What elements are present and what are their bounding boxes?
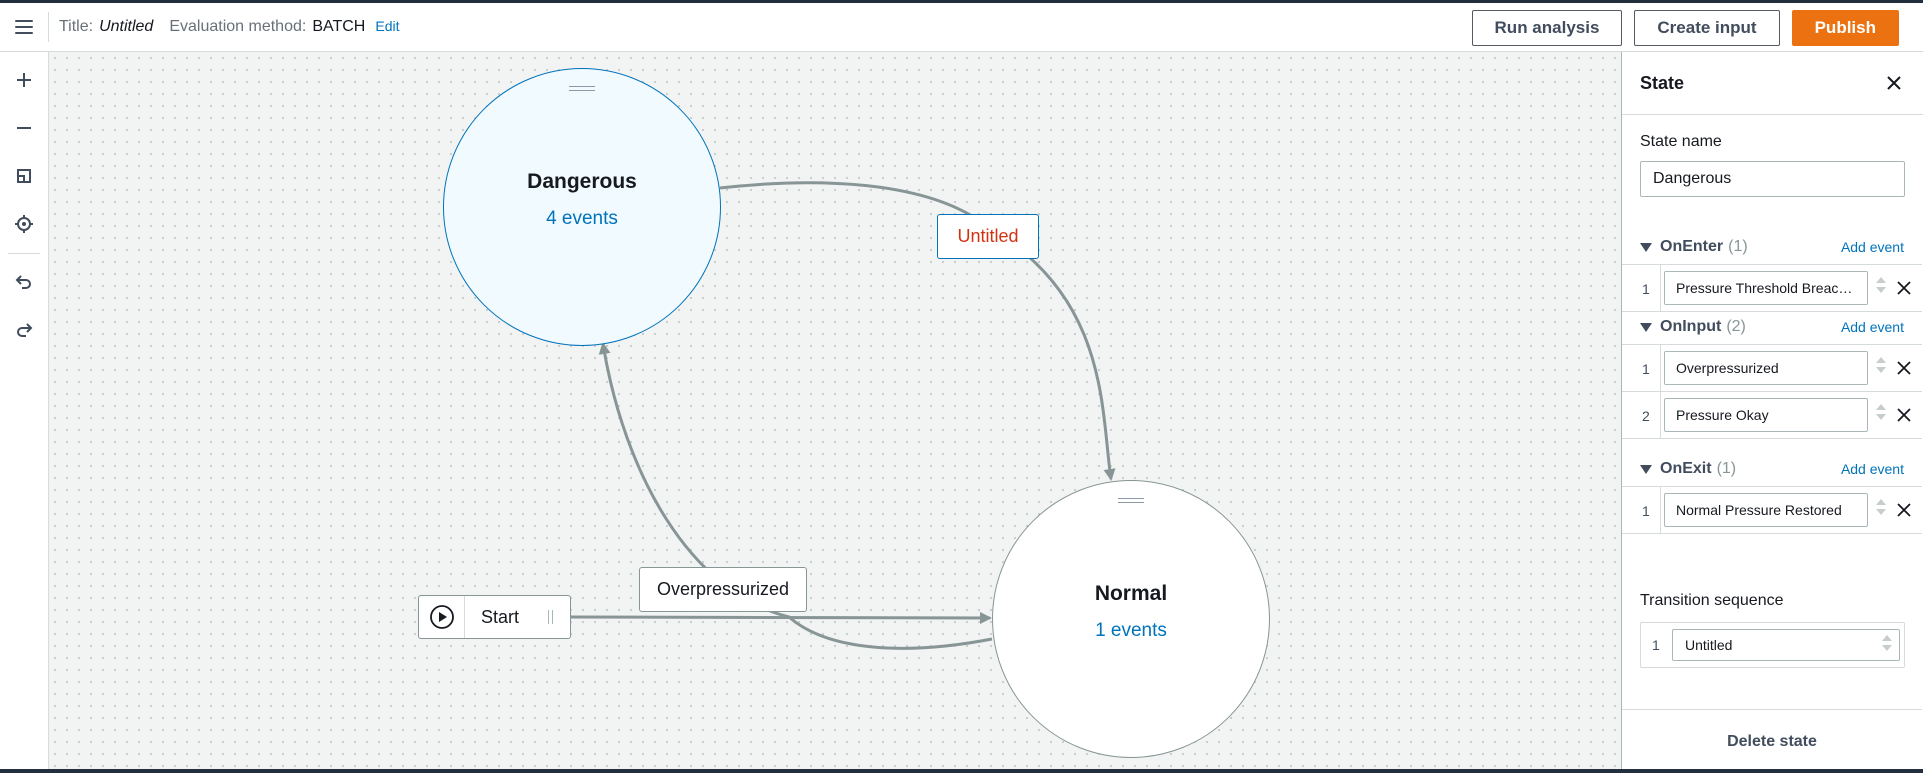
collapse-caret-icon[interactable] [1640, 322, 1652, 332]
section-onenter: OnEnter (1) Add event 1 Pressure Thresho… [1622, 230, 1922, 312]
event-field[interactable]: Pressure Threshold Breached [1664, 271, 1868, 305]
reorder-stepper-icon[interactable] [1881, 635, 1893, 657]
redo-icon[interactable] [12, 318, 36, 342]
start-label: Start [481, 606, 520, 627]
state-name: Normal [1094, 582, 1168, 605]
state-node-normal[interactable]: Normal 1 events [992, 480, 1270, 758]
edge-start-to-normal[interactable] [569, 611, 992, 624]
transition-sequence-label: Transition sequence [1640, 592, 1784, 609]
section-title: OnInput [1660, 318, 1722, 335]
event-field[interactable]: Overpressurized [1664, 351, 1868, 385]
event-row: 1 Pressure Threshold Breached [1622, 264, 1922, 312]
transition-edges [569, 181, 1116, 650]
event-row: 1 Normal Pressure Restored [1622, 486, 1922, 534]
state-name-input[interactable] [1640, 161, 1905, 197]
reorder-stepper-icon[interactable] [1875, 357, 1887, 379]
section-count: (1) [1728, 238, 1748, 255]
canvas-toolbar [0, 52, 49, 773]
remove-icon[interactable] [1894, 500, 1914, 520]
row-index: 1 [1642, 360, 1650, 377]
state-events-link[interactable]: 4 events [546, 208, 618, 229]
event-field[interactable]: Normal Pressure Restored [1664, 493, 1868, 527]
start-node[interactable]: Start [418, 595, 571, 639]
fit-view-icon[interactable] [12, 164, 36, 188]
undo-icon[interactable] [12, 270, 36, 294]
state-details-panel: State State name OnEnter (1) Add event 1… [1621, 52, 1923, 773]
row-index: 1 [1642, 280, 1650, 297]
divider [48, 12, 49, 42]
drag-handle-icon[interactable] [1118, 495, 1144, 506]
top-bar: Title: Untitled Evaluation method: BATCH… [0, 0, 1923, 52]
section-title: OnEnter [1660, 238, 1724, 255]
add-event-link[interactable]: Add event [1840, 239, 1904, 255]
remove-icon[interactable] [1894, 278, 1914, 298]
delete-state-button[interactable]: Delete state [1622, 709, 1922, 773]
reorder-stepper-icon[interactable] [1875, 277, 1887, 299]
minus-icon[interactable] [12, 116, 36, 140]
evaluation-method-label: Evaluation method: [169, 18, 307, 35]
plus-icon[interactable] [12, 68, 36, 92]
row-index: 2 [1642, 407, 1650, 424]
collapse-caret-icon[interactable] [1640, 242, 1652, 252]
transition-label-untitled[interactable]: Untitled [937, 214, 1039, 259]
transition-sequence-list: 1 Untitled [1640, 622, 1905, 668]
drag-handle-icon[interactable] [569, 83, 595, 94]
transition-select-value: Untitled [1685, 637, 1733, 653]
state-machine-canvas[interactable]: Dangerous 4 events Normal 1 events Untit… [49, 52, 1621, 773]
close-icon[interactable] [1883, 72, 1905, 94]
title-label: Title: [59, 18, 94, 35]
event-row: 1 Overpressurized [1622, 344, 1922, 392]
remove-icon[interactable] [1894, 405, 1914, 425]
section-onexit: OnExit (1) Add event 1 Normal Pressure R… [1622, 452, 1922, 534]
detector-model-meta: Title: Untitled Evaluation method: BATCH… [59, 18, 399, 36]
transition-label-overpressurized[interactable]: Overpressurized [639, 567, 807, 612]
hamburger-menu-icon[interactable] [0, 3, 48, 51]
toolbar-divider [8, 253, 40, 254]
add-event-link[interactable]: Add event [1840, 461, 1904, 477]
run-analysis-button[interactable]: Run analysis [1471, 10, 1623, 46]
state-events-link[interactable]: 1 events [1095, 620, 1167, 641]
edit-link[interactable]: Edit [375, 18, 400, 34]
title-value: Untitled [99, 18, 154, 35]
section-count: (1) [1716, 460, 1737, 477]
section-count: (2) [1726, 318, 1746, 335]
row-index: 1 [1642, 502, 1650, 519]
create-input-button[interactable]: Create input [1634, 10, 1780, 46]
remove-icon[interactable] [1894, 358, 1914, 378]
state-name: Dangerous [527, 170, 637, 193]
panel-title: State [1640, 72, 1685, 93]
reorder-stepper-icon[interactable] [1875, 499, 1887, 521]
state-node-dangerous[interactable]: Dangerous 4 events [443, 68, 721, 346]
row-index: 1 [1652, 637, 1660, 653]
reorder-stepper-icon[interactable] [1875, 404, 1887, 426]
publish-button[interactable]: Publish [1791, 10, 1899, 46]
transition-select[interactable]: Untitled [1672, 629, 1900, 661]
section-title: OnExit [1660, 460, 1712, 477]
edge-dangerous-to-normal[interactable] [719, 181, 1116, 481]
bottom-border [0, 769, 1923, 773]
add-event-link[interactable]: Add event [1840, 319, 1904, 335]
section-oninput: OnInput (2) Add event 1 Overpressurized … [1622, 310, 1922, 439]
evaluation-method-value: BATCH [312, 18, 366, 35]
state-name-label: State name [1640, 133, 1722, 150]
event-field[interactable]: Pressure Okay [1664, 398, 1868, 432]
recenter-icon[interactable] [12, 212, 36, 236]
grip-icon[interactable] [548, 610, 562, 624]
play-icon [419, 596, 465, 638]
event-row: 2 Pressure Okay [1622, 391, 1922, 439]
collapse-caret-icon[interactable] [1640, 464, 1652, 474]
